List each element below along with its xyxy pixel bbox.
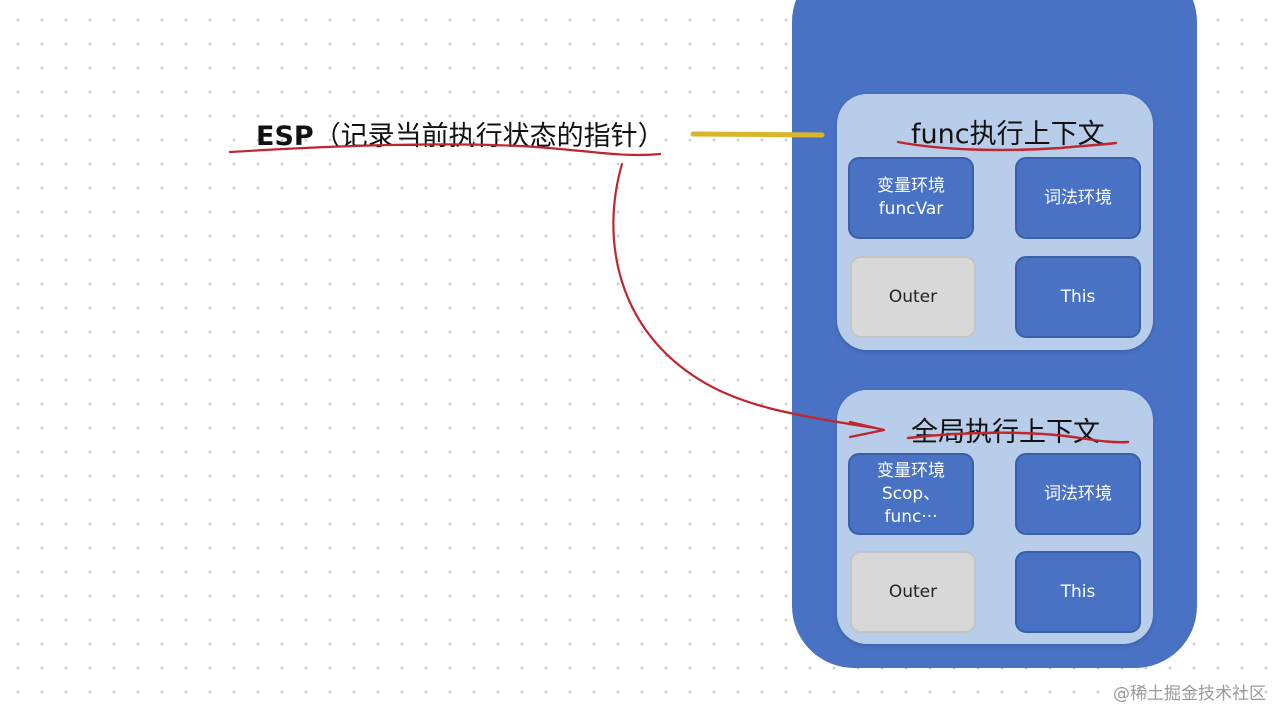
global-outer-label: Outer: [888, 581, 938, 602]
func-execution-context: func执行上下文 变量环境 funcVar 词法环境 Outer This: [837, 94, 1153, 350]
global-variable-environment-value-1: Scop、: [881, 483, 941, 504]
global-lexical-environment: 词法环境: [1015, 453, 1141, 535]
esp-description: （记录当前执行状态的指针）: [313, 121, 665, 152]
esp-label: ESP（记录当前执行状态的指针）: [256, 114, 665, 153]
func-variable-environment-label: 变量环境: [877, 176, 945, 196]
func-context-title: func执行上下文: [911, 119, 1105, 150]
global-execution-context: 全局执行上下文 变量环境 Scop、 func··· 词法环境 Outer Th…: [837, 390, 1153, 644]
func-variable-environment-value: funcVar: [878, 199, 944, 219]
global-variable-environment-value-2: func···: [884, 506, 938, 527]
esp-key: ESP: [256, 121, 314, 152]
func-lexical-environment: 词法环境: [1015, 157, 1141, 239]
func-outer-label: Outer: [888, 286, 938, 307]
global-variable-environment: 变量环境 Scop、 func···: [848, 453, 974, 535]
func-this: This: [1015, 256, 1141, 338]
global-this: This: [1015, 551, 1141, 633]
watermark: @稀土掘金技术社区: [1113, 684, 1266, 704]
global-variable-environment-label: 变量环境: [877, 460, 945, 481]
func-outer: Outer: [850, 256, 976, 338]
global-context-title: 全局执行上下文: [911, 417, 1100, 448]
func-variable-environment: 变量环境 funcVar: [848, 157, 974, 239]
func-this-label: This: [1060, 286, 1096, 307]
global-this-label: This: [1060, 581, 1096, 602]
global-outer: Outer: [850, 551, 976, 633]
func-lexical-environment-label: 词法环境: [1044, 187, 1112, 208]
global-lexical-environment-label: 词法环境: [1044, 483, 1112, 504]
